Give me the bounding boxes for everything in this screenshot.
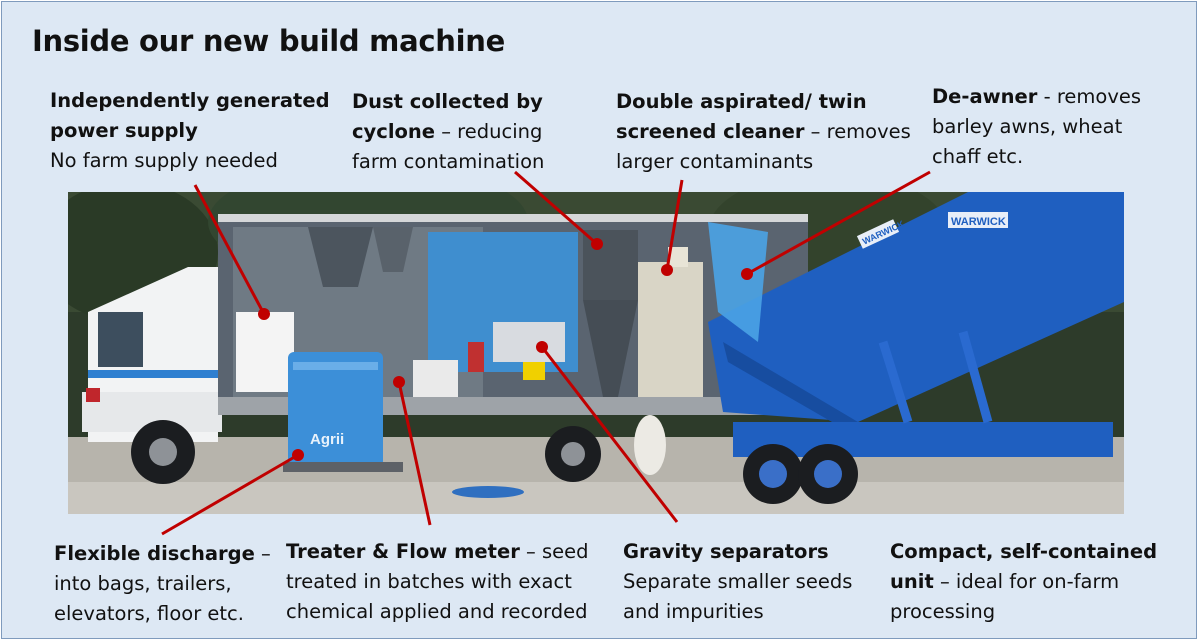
callout-deawner-text: - removes barley awns, wheat chaff etc.: [932, 85, 1142, 168]
callout-compact-heading: Compact, self-contained unit: [890, 540, 1158, 593]
callout-deawner-heading: De-awner: [932, 85, 1038, 108]
callout-cleaner-text: – removes larger contaminants: [616, 120, 911, 173]
callout-power-supply: Independently generated power supply No …: [50, 86, 340, 176]
truck-cab: [82, 267, 222, 484]
callout-gravity: Gravity separators Separate smaller seed…: [623, 537, 873, 627]
bulk-bag: Agrii: [283, 352, 524, 498]
callout-discharge-heading: Flexible discharge: [54, 542, 255, 565]
bag-brand-text: Agrii: [310, 431, 344, 448]
callout-treater: Treater & Flow meter – seed treated in b…: [286, 537, 606, 627]
callout-deawner: De-awner - removes barley awns, wheat ch…: [932, 82, 1162, 172]
callout-dust-heading: Dust collected by cyclone: [352, 90, 543, 143]
machine-photo: Agrii WARWICK WARWICK: [68, 192, 1124, 514]
callout-cleaner-heading: Double aspirated/ twin screened cleaner: [616, 90, 867, 143]
callout-treater-text: – seed treated in batches with exact che…: [286, 540, 589, 623]
callout-discharge-text: – into bags, trailers, elevators, floor …: [54, 542, 271, 625]
slide-title: Inside our new build machine: [32, 24, 505, 58]
callout-gravity-heading: Gravity separators: [623, 540, 829, 563]
callout-discharge: Flexible discharge – into bags, trailers…: [54, 539, 279, 629]
callout-gravity-text: Separate smaller seeds and impurities: [623, 570, 853, 623]
callout-compact-text: – ideal for on-farm processing: [890, 570, 1120, 623]
callout-dust-text: – reducing farm contamination: [352, 120, 545, 173]
callout-dust-cyclone: Dust collected by cyclone – reducing far…: [352, 87, 582, 177]
callout-compact: Compact, self-contained unit – ideal for…: [890, 537, 1160, 627]
trailer-brand-text: WARWICK: [951, 216, 1006, 228]
callout-power-supply-text: No farm supply needed: [50, 149, 278, 172]
callout-cleaner: Double aspirated/ twin screened cleaner …: [616, 87, 916, 177]
callout-power-supply-heading: Independently generated power supply: [50, 89, 330, 142]
trailer-interior: [218, 214, 808, 482]
callout-treater-heading: Treater & Flow meter: [286, 540, 520, 563]
